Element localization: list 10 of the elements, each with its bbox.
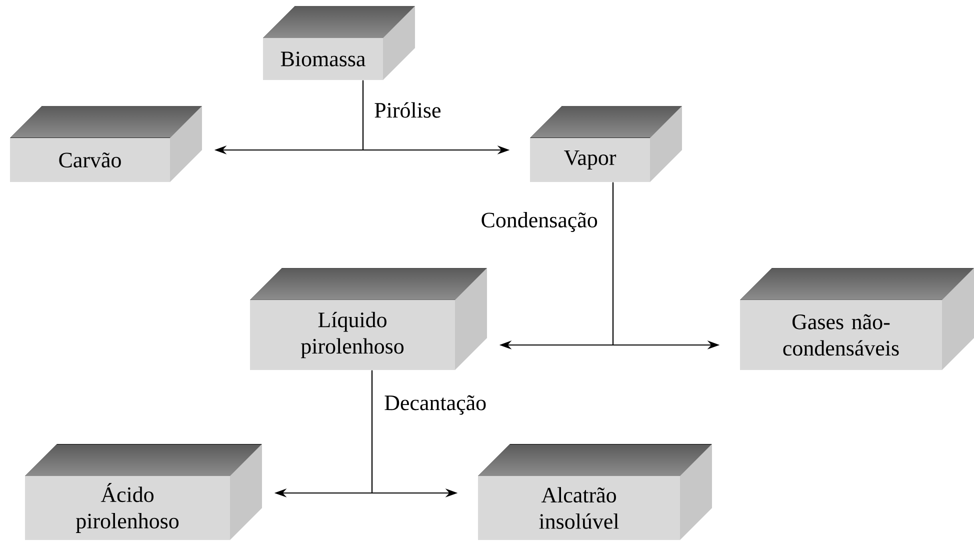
block-box: Alcatrão insolúvel bbox=[478, 444, 712, 540]
edge-label: Pirólise bbox=[374, 102, 440, 118]
block-box: Biomassa bbox=[263, 6, 415, 80]
block-box: Vapor bbox=[530, 106, 682, 182]
block-box: Ácido pirolenhoso bbox=[25, 444, 262, 540]
block-box: Líquido pirolenhoso bbox=[250, 268, 487, 370]
edge-label: Condensação bbox=[482, 212, 598, 232]
block-box: Gases não-condensáveis bbox=[740, 268, 974, 370]
block-box: Carvão bbox=[10, 106, 202, 182]
edge-label: Decantação bbox=[384, 395, 486, 415]
